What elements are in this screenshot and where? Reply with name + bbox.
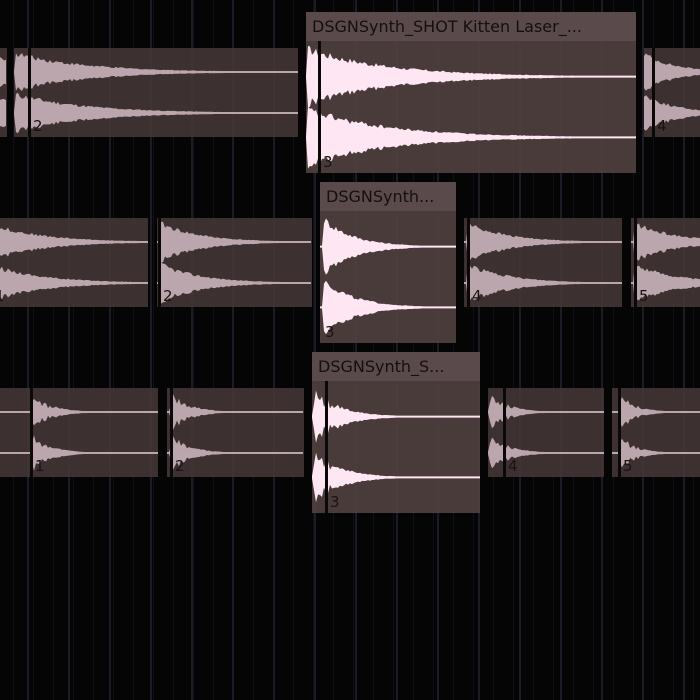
channel-waveform xyxy=(612,397,700,428)
channel-waveform xyxy=(0,398,158,426)
waveform xyxy=(612,397,700,468)
take-marker xyxy=(467,218,470,307)
item-title: DSGNSynth_SHOT Kitten Laser_... xyxy=(306,12,636,41)
take-number: 2 xyxy=(163,287,173,305)
waveform xyxy=(0,57,6,127)
media-item[interactable]: 1 xyxy=(0,218,148,307)
channel-waveform xyxy=(157,221,311,263)
media-item[interactable]: DSGNSynth_S... 3 xyxy=(312,352,480,513)
channel-waveform xyxy=(0,227,148,257)
channel-waveform xyxy=(0,435,158,471)
media-item[interactable]: 2 xyxy=(167,388,304,477)
waveform xyxy=(157,221,311,304)
waveform xyxy=(631,222,700,303)
take-number: 3 xyxy=(323,153,333,171)
media-item[interactable]: 2 xyxy=(14,48,298,137)
item-title: DSGNSynth_S... xyxy=(312,352,480,381)
media-item[interactable]: 1 xyxy=(0,388,158,477)
channel-waveform xyxy=(312,452,480,503)
take-number: 2 xyxy=(175,457,185,475)
media-item[interactable] xyxy=(0,48,7,137)
channel-waveform xyxy=(167,394,303,430)
waveform xyxy=(464,223,622,301)
channel-waveform xyxy=(167,436,303,470)
take-marker xyxy=(618,388,621,477)
waveform xyxy=(14,53,298,134)
waveform xyxy=(167,394,303,470)
channel-waveform xyxy=(631,263,700,303)
channel-waveform xyxy=(644,95,700,131)
channel-waveform xyxy=(488,437,604,469)
take-marker xyxy=(634,218,637,307)
take-number: 3 xyxy=(330,493,340,511)
media-item[interactable]: DSGNSynth_SHOT Kitten Laser_... 3 xyxy=(306,12,636,173)
waveform xyxy=(644,53,700,131)
media-item[interactable]: 2 xyxy=(157,218,312,307)
take-marker xyxy=(503,388,506,477)
channel-waveform xyxy=(320,280,456,335)
take-marker xyxy=(158,218,161,307)
take-number: 3 xyxy=(325,323,335,341)
waveform xyxy=(306,46,636,169)
waveform xyxy=(312,390,480,503)
channel-waveform xyxy=(306,46,636,108)
channel-waveform xyxy=(306,106,636,169)
waveform xyxy=(0,227,148,300)
channel-waveform xyxy=(631,222,700,262)
channel-waveform xyxy=(14,53,298,91)
take-number: 5 xyxy=(623,457,633,475)
take-marker xyxy=(652,48,655,137)
take-marker xyxy=(325,381,328,513)
media-item[interactable]: 4 xyxy=(464,218,622,307)
media-item[interactable]: DSGNSynth... 3 xyxy=(320,182,456,343)
item-title: DSGNSynth... xyxy=(320,182,456,211)
channel-waveform xyxy=(488,395,604,429)
waveform xyxy=(488,395,604,469)
take-number: 4 xyxy=(472,287,482,305)
channel-waveform xyxy=(464,223,622,261)
take-marker xyxy=(170,388,173,477)
channel-waveform xyxy=(612,438,700,468)
channel-waveform xyxy=(157,262,311,304)
media-item[interactable]: 4 xyxy=(488,388,604,477)
take-number: 2 xyxy=(33,117,43,135)
take-number: 1 xyxy=(35,457,45,475)
channel-waveform xyxy=(0,98,6,127)
channel-waveform xyxy=(0,266,148,300)
take-marker xyxy=(30,388,33,477)
media-item[interactable]: 5 xyxy=(612,388,700,477)
channel-waveform xyxy=(14,92,298,134)
media-item[interactable]: 5 xyxy=(631,218,700,307)
channel-waveform xyxy=(0,57,6,88)
channel-waveform xyxy=(644,53,700,91)
channel-waveform xyxy=(312,390,480,443)
waveform xyxy=(320,218,456,335)
take-number: 5 xyxy=(639,287,649,305)
media-item[interactable]: 4 xyxy=(644,48,700,137)
take-marker xyxy=(318,41,321,173)
channel-waveform xyxy=(320,218,456,275)
take-number: 1 xyxy=(0,287,5,305)
take-number: 4 xyxy=(657,117,667,135)
take-number: 4 xyxy=(508,457,518,475)
take-marker xyxy=(28,48,31,137)
waveform xyxy=(0,398,158,471)
channel-waveform xyxy=(464,265,622,301)
